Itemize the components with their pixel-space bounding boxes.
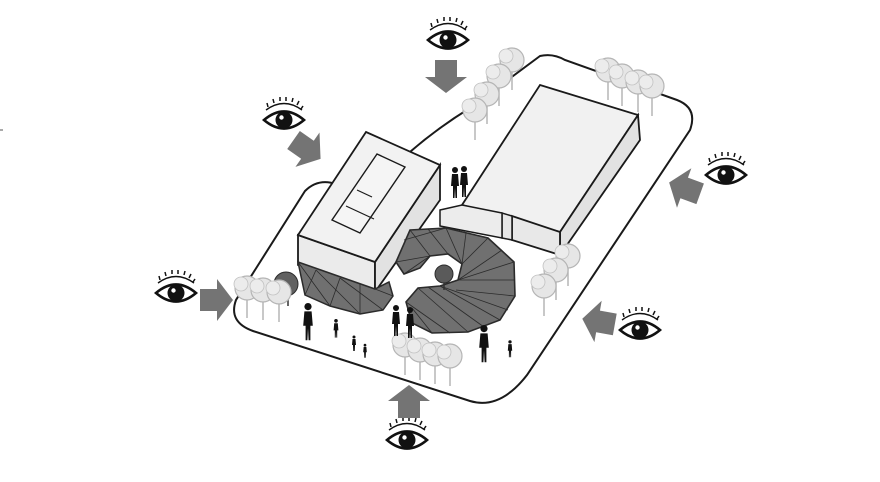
viewpoint-north-west-arrow-icon [281,122,333,177]
viewpoint-south-arrow-icon [388,385,430,418]
tree-dark-courtyard [434,264,454,290]
viewpoint-north-arrow-icon [425,60,467,93]
faceted-pavilion-south [296,260,394,315]
viewpoint-west-eye-icon [154,268,198,303]
viewpoint-south-eye-icon [385,415,429,450]
tree-cluster-west [233,275,292,323]
courtyard-building-block [296,130,442,295]
viewpoint-east-eye-icon [704,150,748,185]
viewpoint-north-eye-icon [426,15,470,50]
viewpoint-east-arrow-icon [661,162,708,214]
viewpoint-south-east-eye-icon [618,305,662,340]
faceted-pavilion-ring [395,227,516,334]
tree-cluster-south [391,332,463,387]
long-building-block [439,83,641,258]
viewpoint-west-arrow-icon [200,279,233,321]
viewpoint-north-west-eye-icon [262,95,306,130]
viewpoint-south-east-arrow-icon [578,298,619,346]
